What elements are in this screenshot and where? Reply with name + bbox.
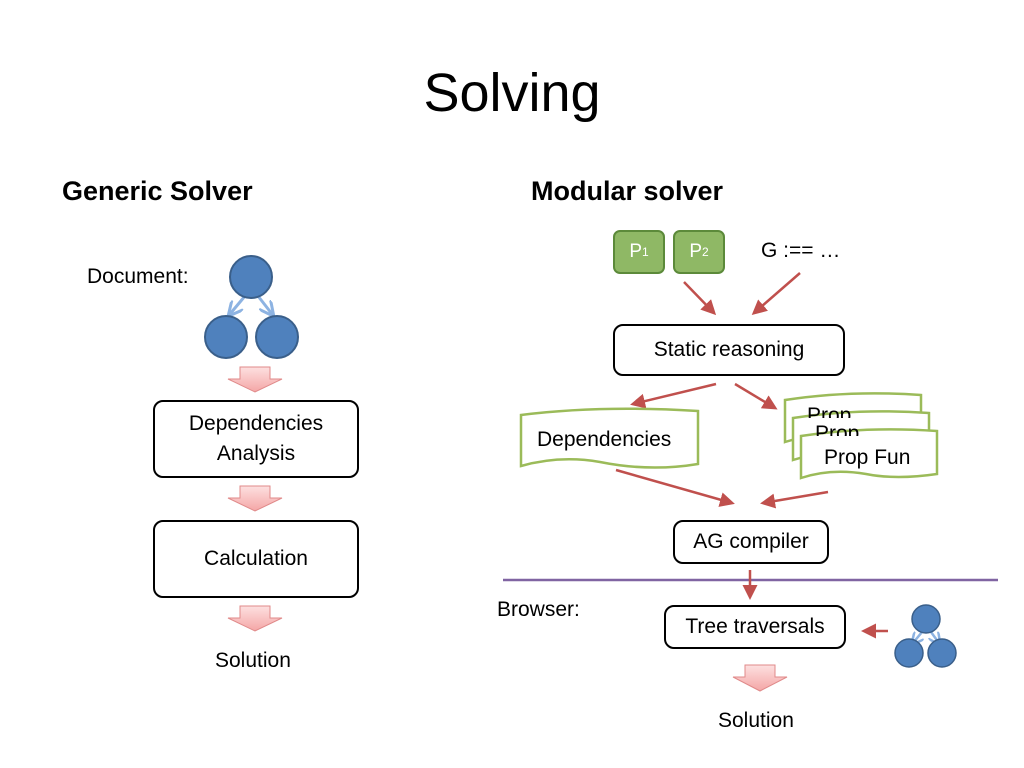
modular-solution-label: Solution — [718, 709, 794, 732]
dependencies-label: Dependencies — [537, 428, 672, 451]
prop-document-shape-front — [799, 428, 939, 480]
p2-subscript: 2 — [702, 245, 709, 259]
grammar-label: G :== … — [761, 239, 841, 262]
tree-traversals-box: Tree traversals — [664, 605, 846, 649]
calculation-box: Calculation — [153, 520, 359, 598]
p1-letter: P — [629, 241, 642, 262]
prop-back-label-2: Prop — [815, 422, 860, 436]
down-arrow-modular — [732, 664, 788, 692]
slide-title: Solving — [423, 63, 601, 123]
small-document-tree-icon — [894, 604, 957, 668]
down-arrow-2 — [227, 485, 283, 512]
document-label: Document: — [87, 265, 189, 288]
document-tree-icon — [204, 255, 299, 359]
generic-solution-label: Solution — [215, 649, 291, 672]
modular-solver-heading: Modular solver — [531, 176, 724, 206]
down-arrow-3 — [227, 605, 283, 632]
dependencies-document-shape — [519, 407, 700, 469]
p1-subscript: 1 — [642, 245, 649, 259]
static-reasoning-box: Static reasoning — [613, 324, 845, 376]
prop-back-label-1: Prop — [807, 404, 852, 418]
p2-letter: P — [689, 241, 702, 262]
browser-label: Browser: — [497, 598, 580, 621]
down-arrow-1 — [227, 366, 283, 393]
generic-solver-heading: Generic Solver — [62, 176, 253, 206]
ag-compiler-box: AG compiler — [673, 520, 829, 564]
prop-fun-label: Prop Fun — [824, 446, 911, 469]
dependencies-analysis-box: Dependencies Analysis — [153, 400, 359, 478]
